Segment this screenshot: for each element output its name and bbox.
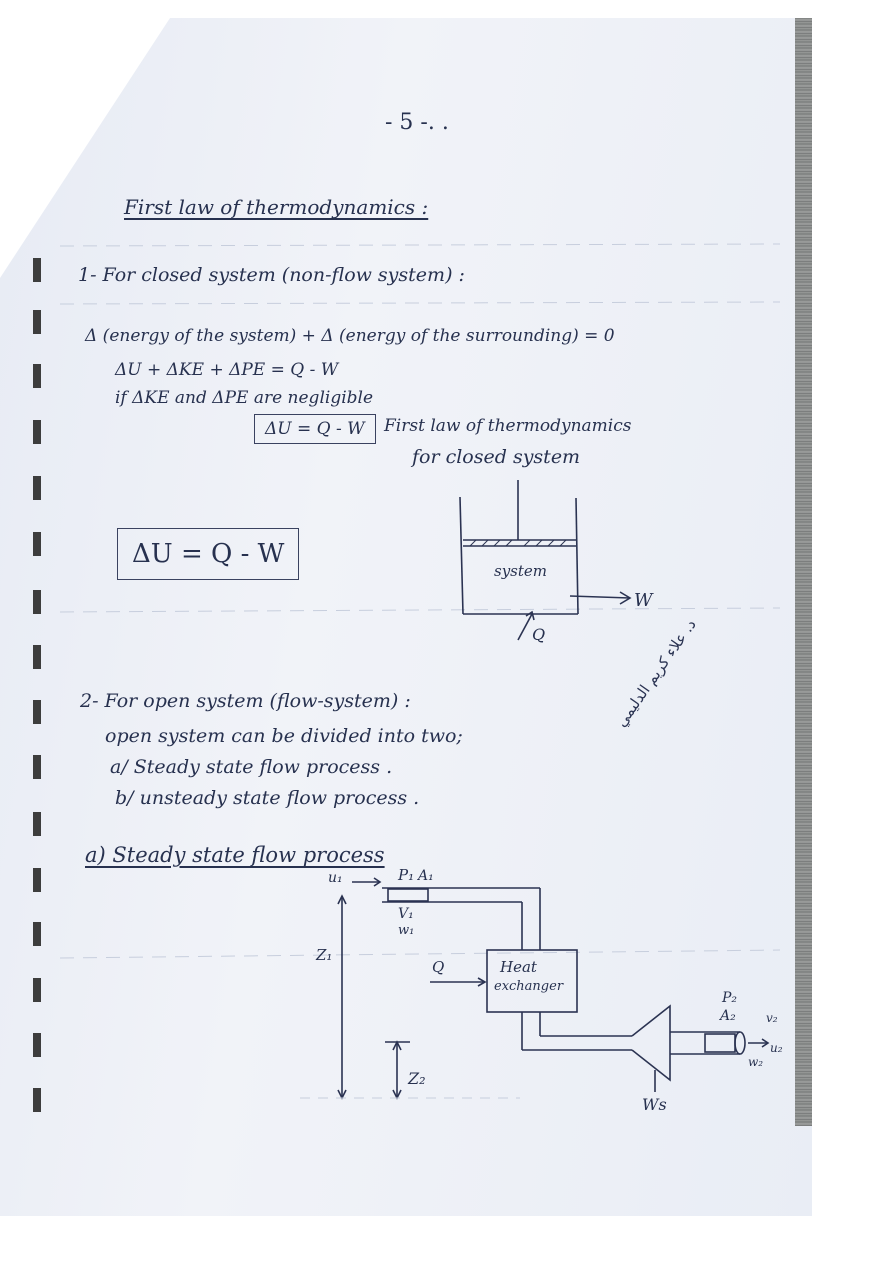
punch-hole: [33, 420, 41, 444]
v2-label: v₂: [766, 1011, 778, 1025]
rule-line: [59, 243, 781, 247]
heat-arrow-head: [477, 977, 487, 987]
big-equation-box: ΔU = Q - W: [117, 528, 300, 580]
rule-line: [59, 607, 781, 613]
punch-hole: [33, 868, 41, 892]
z1-arrow-up: [337, 894, 347, 905]
section2-item-b: b/ unsteady state flow process .: [115, 787, 420, 809]
u1-label: u₁: [328, 870, 343, 886]
section-a-title: a) Steady state flow process: [85, 843, 385, 867]
section2-item-a: a/ Steady state flow process .: [110, 756, 393, 778]
cylinder-right-wall: [575, 497, 579, 615]
section2-line1: open system can be divided into two;: [105, 725, 463, 747]
system-label: system: [494, 562, 547, 580]
punch-hole: [33, 1088, 41, 1112]
binding-spine: [795, 18, 812, 1126]
punch-hole: [33, 310, 41, 334]
heat-exchanger-label-1: Heat: [499, 958, 538, 976]
punch-hole: [33, 476, 41, 500]
w2-label: w₂: [748, 1055, 763, 1069]
a2-label: A₂: [718, 1008, 736, 1024]
cylinder-left-wall: [459, 496, 464, 615]
exit-arrow-head: [761, 1038, 770, 1048]
ws-label: Ws: [642, 1095, 667, 1114]
p2-label: P₂: [721, 990, 737, 1006]
punch-hole: [33, 978, 41, 1002]
rule-line: [59, 949, 781, 959]
page-heading: First law of thermodynamics :: [124, 195, 429, 219]
punch-hole: [33, 364, 41, 388]
inlet-arrow-head: [373, 877, 382, 887]
rule-line: [59, 301, 781, 305]
q-label: Q: [432, 958, 444, 976]
work-arrow-head: [619, 591, 632, 605]
exit-opening: [734, 1031, 746, 1055]
section1-line2: ΔU + ΔKE + ΔPE = Q - W: [115, 360, 339, 380]
punch-hole: [33, 1033, 41, 1057]
p1-label: P₁: [397, 866, 414, 884]
page-number: - 5 -. .: [385, 110, 449, 135]
punch-hole: [33, 532, 41, 556]
caption-closed-system: for closed system: [412, 446, 581, 468]
u2-label: u₂: [770, 1041, 783, 1055]
boxed-equation: ΔU = Q - W: [254, 414, 376, 444]
section1-title: 1- For closed system (non-flow system) :: [78, 264, 465, 286]
z2-label: Z₂: [407, 1069, 426, 1088]
punch-hole: [33, 755, 41, 779]
section1-line1: Δ (energy of the system) + Δ (energy of …: [85, 326, 615, 346]
a1-label: A₁: [416, 868, 434, 884]
heat-exchanger-box: [486, 949, 578, 1013]
caption-first-law: First law of thermodynamics: [384, 416, 632, 436]
punch-hole: [33, 922, 41, 946]
punch-hole: [33, 700, 41, 724]
section2-title: 2- For open system (flow-system) :: [80, 690, 411, 712]
v1-label: V₁: [398, 906, 414, 922]
inlet-fluid-element: [387, 888, 429, 902]
exit-fluid-element: [704, 1033, 736, 1053]
punch-hole: [33, 645, 41, 669]
section1-line3: if ΔKE and ΔPE are negligible: [115, 388, 374, 408]
heat-arrow-head: [525, 610, 535, 621]
w1-label: w₁: [398, 923, 414, 938]
z1-label: Z₁: [315, 946, 332, 964]
punch-hole: [33, 258, 41, 282]
punch-hole: [33, 812, 41, 836]
work-label: W: [634, 590, 654, 611]
heat-exchanger-label-2: exchanger: [494, 979, 564, 994]
heat-arrow-line: [517, 613, 533, 641]
heat-label: Q: [532, 625, 545, 644]
turbine-shape: [631, 1004, 671, 1082]
work-arrow-line: [569, 595, 631, 599]
punch-hole: [33, 590, 41, 614]
page-corner-background: [0, 18, 170, 278]
